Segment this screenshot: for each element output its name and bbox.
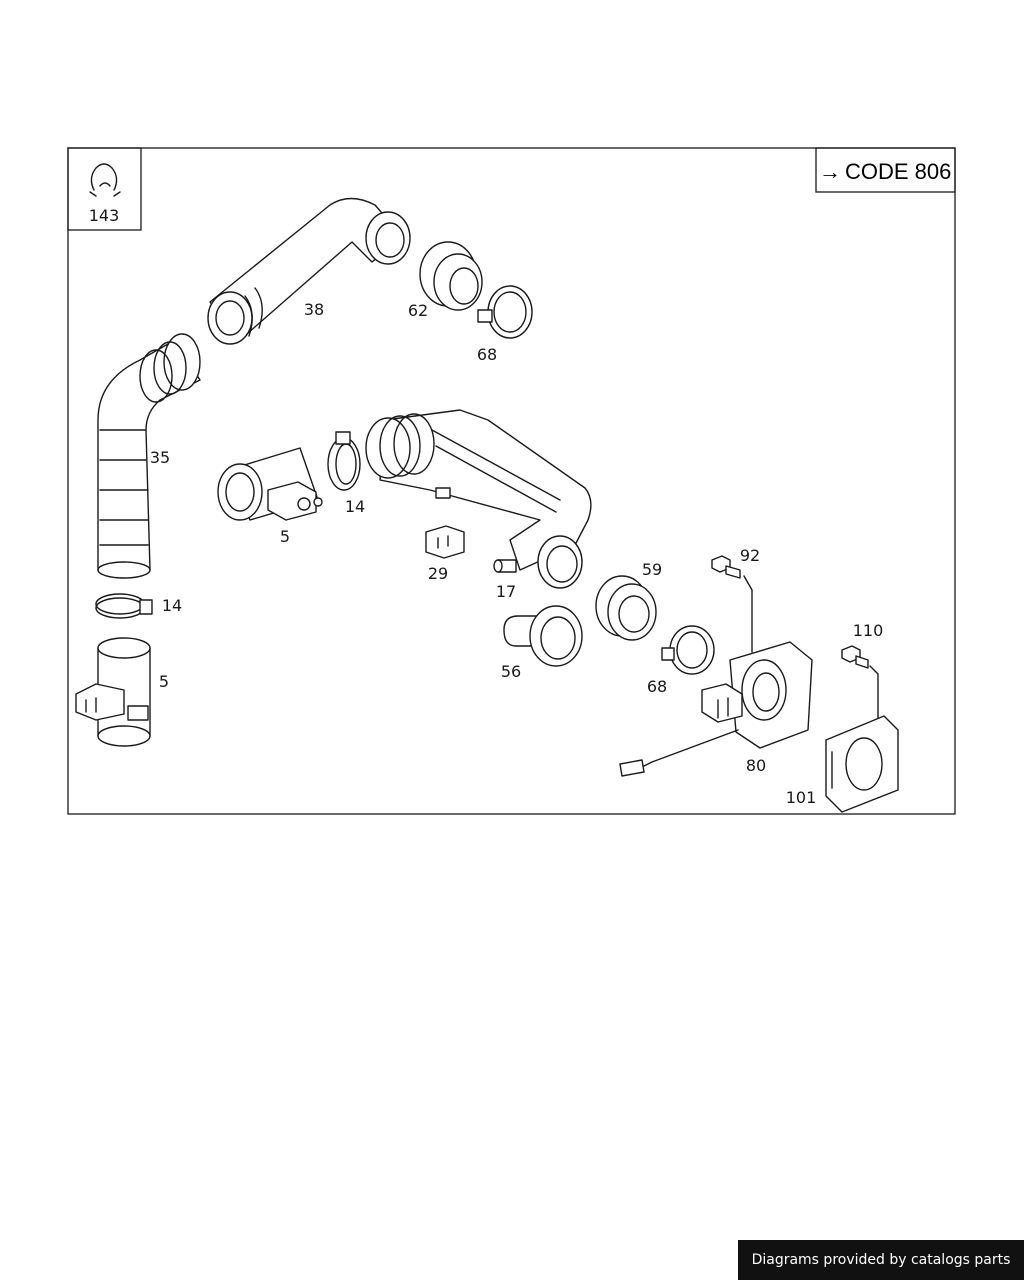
- part-5-air-mass-meter-center[interactable]: [217, 447, 323, 521]
- part-80-throttle-body[interactable]: [619, 641, 813, 777]
- callout-38: 38: [304, 300, 324, 319]
- callout-68: 68: [477, 345, 497, 364]
- callout-101: 101: [786, 788, 817, 807]
- callout-29: 29: [428, 564, 448, 583]
- callout-5: 5: [280, 527, 290, 546]
- part-35-hose[interactable]: [97, 333, 201, 579]
- callout-80: 80: [746, 756, 766, 775]
- part-5-air-mass-meter-left[interactable]: [75, 637, 151, 747]
- credit-banner: Diagrams provided by catalogs parts: [738, 1240, 1024, 1280]
- callout-56: 56: [501, 662, 521, 681]
- callout-35: 35: [150, 448, 170, 467]
- part-38-duct[interactable]: [207, 197, 411, 345]
- callout-59: 59: [642, 560, 662, 579]
- callout-110: 110: [853, 621, 884, 640]
- code-arrow: →: [819, 159, 841, 184]
- clip-icon: [89, 163, 121, 197]
- code-box: → CODE 806: [815, 147, 956, 193]
- callout-62: 62: [408, 301, 428, 320]
- part-62-sleeve[interactable]: [419, 241, 483, 311]
- part-14-clamp-left[interactable]: [95, 593, 153, 619]
- part-110-screw[interactable]: [841, 645, 879, 721]
- code-label: CODE 806: [845, 159, 951, 184]
- part-29-connector[interactable]: [425, 525, 465, 559]
- part-56-elbow[interactable]: [503, 605, 583, 667]
- part-17-nipple[interactable]: [493, 559, 517, 573]
- part-101-gasket[interactable]: [825, 715, 899, 813]
- callout-14: 14: [345, 497, 365, 516]
- callout-5: 5: [159, 672, 169, 691]
- clip-inset-box[interactable]: 143: [67, 147, 142, 231]
- part-14-clamp-center[interactable]: [327, 431, 361, 491]
- callout-92: 92: [740, 546, 760, 565]
- part-92-screw[interactable]: [711, 555, 753, 653]
- diagram-frame: [67, 147, 956, 815]
- part-68-clamp-top[interactable]: [477, 285, 533, 339]
- part-59-sleeve[interactable]: [595, 575, 657, 641]
- clip-part-number: 143: [89, 206, 120, 225]
- intake-duct[interactable]: [365, 409, 592, 589]
- callout-68: 68: [647, 677, 667, 696]
- part-68-clamp-lower[interactable]: [661, 625, 715, 675]
- callout-17: 17: [496, 582, 516, 601]
- callout-14: 14: [162, 596, 182, 615]
